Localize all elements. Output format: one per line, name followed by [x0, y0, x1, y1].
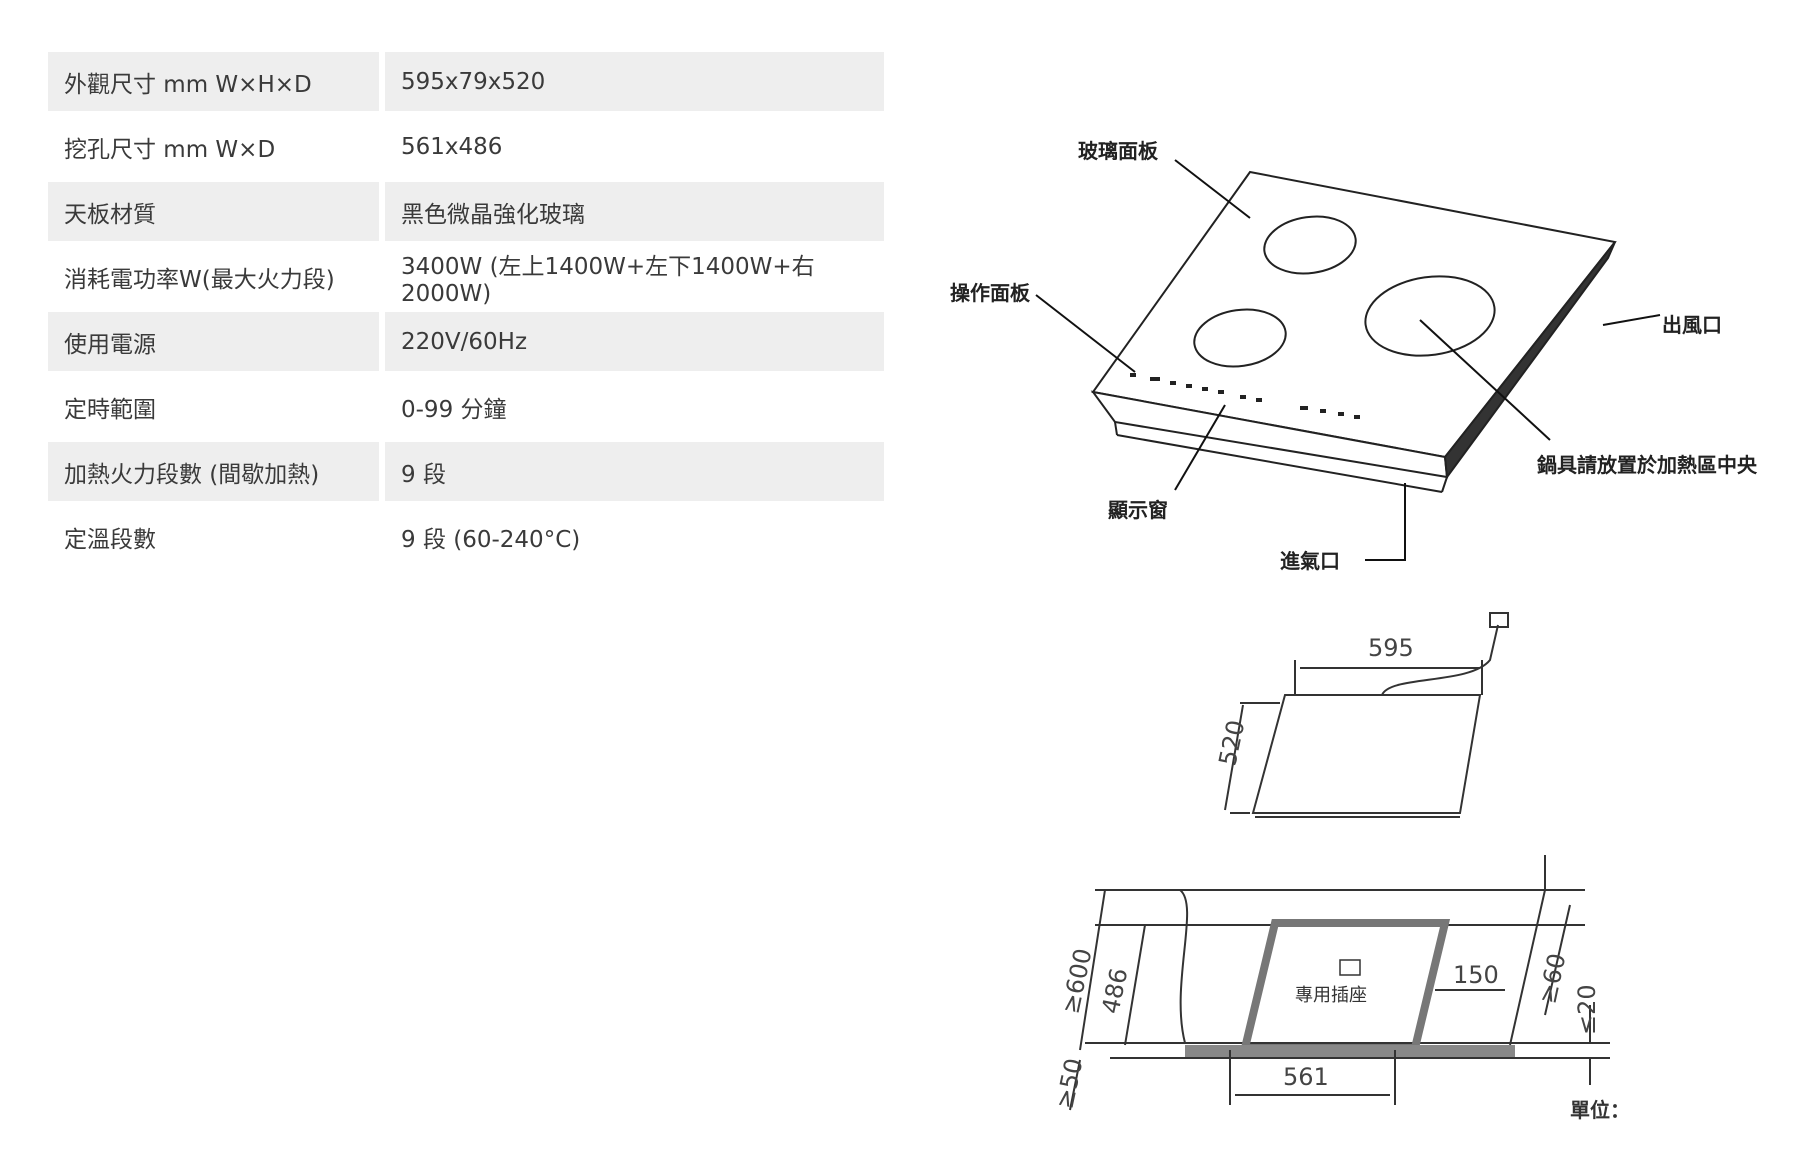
power-plug: [1489, 612, 1509, 628]
label-control-panel: 操作面板: [950, 281, 1031, 305]
spec-label: 挖孔尺寸 mm W×D: [64, 136, 276, 163]
socket-label: 專用插座: [1295, 985, 1367, 1006]
spec-value: 9 段: [385, 442, 884, 501]
dim-side-gap: 150: [1453, 961, 1499, 989]
spec-row: 定溫段數 9 段 (60-240°C): [48, 507, 884, 566]
spec-row: 加熱火力段數 (間歇加熱) 9 段: [48, 442, 884, 501]
spec-row: 挖孔尺寸 mm W×D 561x486: [48, 117, 884, 176]
dim-width: 595: [1368, 634, 1414, 662]
spec-label: 使用電源: [48, 312, 379, 371]
dim-rear-gap: ≥60: [1533, 951, 1571, 1006]
label-glass-panel: 玻璃面板: [1078, 139, 1159, 163]
spec-row: 消耗電功率W(最大火力段) 3400W (左上1400W+左下1400W+右20…: [48, 247, 884, 307]
unit-label: 單位：: [1570, 1098, 1630, 1120]
spec-value: 3400W (左上1400W+左下1400W+右2000W): [401, 253, 815, 307]
side-vent: [1443, 241, 1616, 480]
spec-row: 天板材質 黑色微晶強化玻璃: [48, 182, 884, 241]
spec-value: 9 段 (60-240°C): [401, 526, 581, 553]
spec-value: 黑色微晶強化玻璃: [385, 182, 884, 241]
label-display: 顯示窗: [1108, 498, 1168, 522]
label-air-outlet: 出風口: [1662, 313, 1722, 337]
spec-table: 外觀尺寸 mm W×H×D 595x79x520 挖孔尺寸 mm W×D 561…: [48, 52, 884, 572]
hob-parts-diagram: 玻璃面板 操作面板 出風口 顯示窗 進氣口 鍋具請放置於加熱區中央: [950, 139, 1758, 573]
spec-row: 使用電源 220V/60Hz: [48, 312, 884, 371]
burner-bottom-left: [1193, 308, 1287, 368]
control-marks: [1130, 373, 1360, 419]
spec-label: 天板材質: [48, 182, 379, 241]
spec-row: 外觀尺寸 mm W×H×D 595x79x520: [48, 52, 884, 111]
spec-value: 561x486: [401, 133, 503, 160]
spec-value: 0-99 分鐘: [401, 396, 507, 423]
dim-cutout-depth: 486: [1096, 966, 1133, 1017]
installation-diagram: 595 520 ≥600 486 ≥50 150 ≥60 ≤20 561 專用插…: [1050, 612, 1630, 1120]
socket-icon: [1339, 959, 1361, 976]
dim-cutout-width: 561: [1283, 1063, 1329, 1091]
spec-label: 外觀尺寸 mm W×H×D: [48, 52, 379, 111]
cutout-band: [1185, 1045, 1515, 1057]
spec-label: 定溫段數: [64, 526, 156, 553]
spec-value: 220V/60Hz: [385, 312, 884, 371]
power-cable: [1381, 624, 1499, 696]
dim-min-front: ≥50: [1050, 1056, 1088, 1111]
spec-label: 加熱火力段數 (間歇加熱): [48, 442, 379, 501]
dim-depth: 520: [1213, 718, 1250, 769]
spec-label: 消耗電功率W(最大火力段): [64, 266, 335, 293]
label-cookware-note: 鍋具請放置於加熱區中央: [1537, 453, 1758, 477]
burner-right: [1364, 275, 1496, 357]
spec-row: 定時範圍 0-99 分鐘: [48, 377, 884, 436]
spec-label: 定時範圍: [64, 396, 156, 423]
hob-plate: [1251, 694, 1482, 814]
dim-counter-thickness: ≤20: [1573, 984, 1601, 1035]
label-air-inlet: 進氣口: [1280, 549, 1340, 573]
spec-value: 595x79x520: [385, 52, 884, 111]
burner-top-left: [1263, 215, 1357, 275]
